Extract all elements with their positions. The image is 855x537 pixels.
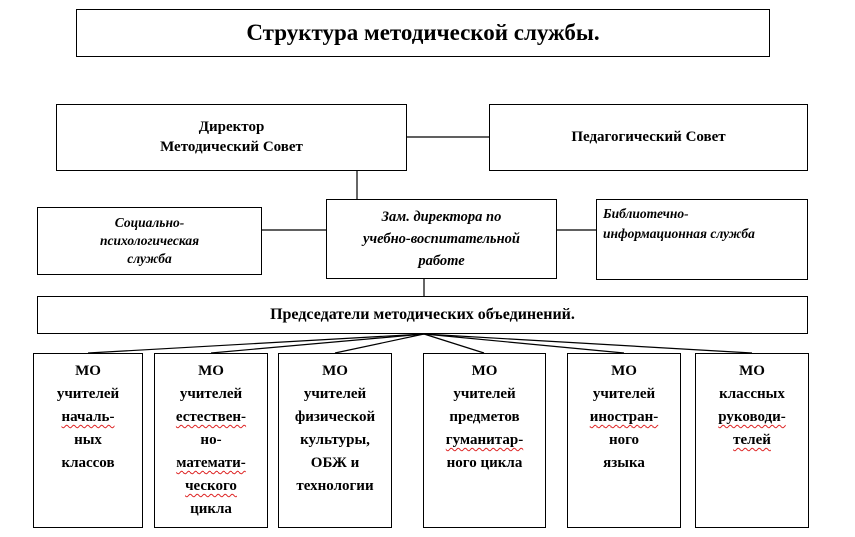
mo-line: ного цикла	[446, 455, 523, 471]
mo-line: технологии	[296, 478, 374, 494]
connector-mo-2	[210, 333, 425, 354]
mo-line: ОБЖ и	[310, 455, 360, 471]
mo-line: культуры,	[300, 432, 370, 448]
library-service-box: Библиотечно- информационная служба	[596, 199, 808, 280]
mo-box-primary: МО учителей началь-ных классов	[33, 353, 143, 528]
connector-mo-5	[423, 333, 625, 354]
ped-council-label: Педагогический Совет	[571, 129, 726, 145]
mo-line: ных	[74, 432, 102, 448]
mo-line: МО	[198, 363, 224, 379]
ped-council-box: Педагогический Совет	[489, 104, 808, 171]
mo-line: МО	[739, 363, 765, 379]
deputy-line3: работе	[418, 253, 465, 269]
mo-line: естествен-	[175, 409, 247, 425]
connector-mo-3	[334, 333, 425, 354]
mo-line: иностран-	[589, 409, 659, 425]
mo-line: МО	[75, 363, 101, 379]
methodical-council-label: Методический Совет	[160, 139, 303, 155]
social-service-box: Социально- психологическая служба	[37, 207, 262, 275]
mo-line: но-	[200, 432, 222, 448]
mo-line: телей	[733, 432, 771, 448]
mo-line: началь-	[61, 409, 115, 425]
mo-line: МО	[611, 363, 637, 379]
mo-line: МО	[322, 363, 348, 379]
mo-line: гуманитар-	[445, 432, 524, 448]
connector-mo-4	[423, 333, 485, 354]
mo-line: учителей	[592, 386, 656, 402]
mo-box-foreign-lang: МО учителей иностран-ного языка	[567, 353, 681, 528]
mo-line: цикла	[190, 501, 232, 517]
mo-line: МО	[471, 363, 498, 379]
mo-line: учителей	[453, 386, 516, 402]
mo-line: ческого	[185, 478, 237, 494]
mo-line: математи-	[176, 455, 246, 471]
mo-box-pe-obzh-tech: МО учителей физической культуры, ОБЖ и технол…	[278, 353, 392, 528]
mo-line: классных	[719, 386, 785, 402]
mo-line: предметов	[449, 409, 520, 425]
diagram-title: Структура методической службы.	[76, 9, 770, 57]
connector-mo-1	[87, 333, 425, 354]
library-line2: информационная служба	[603, 226, 755, 241]
director-label: Директор	[198, 119, 265, 135]
social-line2: психологическая	[99, 233, 200, 248]
deputy-line1: Зам. директора по	[381, 209, 502, 225]
director-box: Директор Методический Совет	[56, 104, 407, 171]
mo-line: классов	[61, 455, 115, 471]
chairs-box: Председатели методических объединений.	[37, 296, 808, 334]
mo-line: учителей	[179, 386, 243, 402]
mo-line: руководи-	[718, 409, 786, 425]
mo-box-class-teachers: МО классных руководи-телей	[695, 353, 809, 528]
deputy-director-box: Зам. директора по учебно-воспитательной …	[326, 199, 557, 279]
mo-line: учителей	[303, 386, 367, 402]
mo-line: ного	[608, 432, 640, 448]
mo-box-science-math: МО учителей естествен-но-математи-ческого ц…	[154, 353, 268, 528]
connector-mo-6	[423, 333, 753, 354]
deputy-line2: учебно-воспитательной	[363, 231, 520, 247]
diagram-title-text: Структура методической службы.	[246, 20, 600, 45]
library-line1: Библиотечно-	[603, 206, 689, 221]
chairs-label: Председатели методических объединений.	[270, 306, 575, 323]
mo-line: языка	[603, 455, 645, 471]
mo-line: физической	[294, 409, 376, 425]
mo-line: учителей	[56, 386, 120, 402]
social-line3: служба	[127, 251, 172, 266]
mo-box-humanities: МО учителей предметов гуманитар-ного цикла	[423, 353, 546, 528]
social-line1: Социально-	[114, 215, 185, 230]
